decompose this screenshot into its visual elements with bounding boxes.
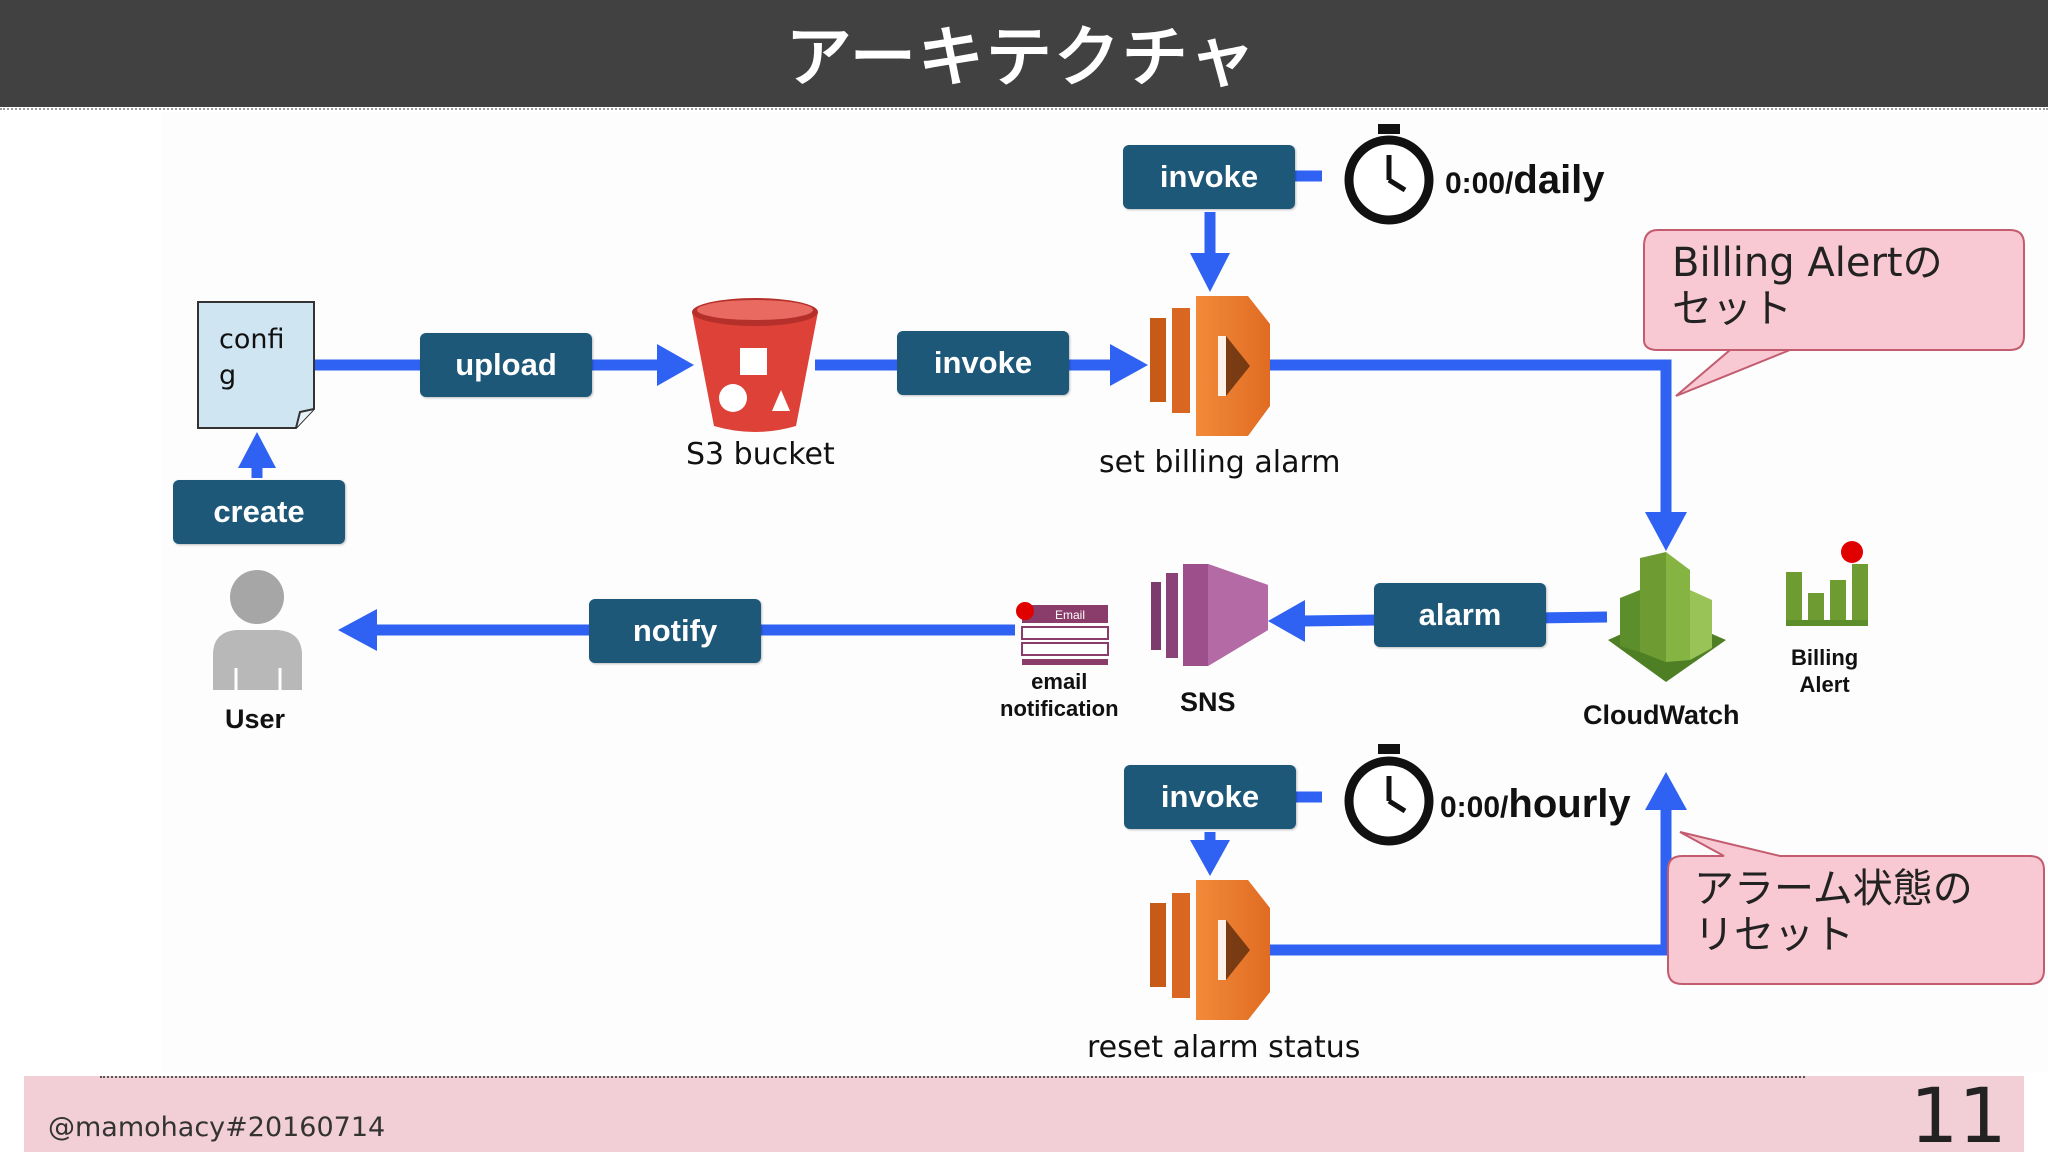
invoke-set-action: invoke bbox=[897, 331, 1069, 395]
daily-time: 0:00/ bbox=[1445, 167, 1514, 200]
hourly-schedule: 0:00/hourly bbox=[1440, 782, 1631, 827]
arrowhead-down-daily bbox=[1190, 253, 1230, 292]
config-file-label: confi g bbox=[219, 324, 285, 391]
sns-icon bbox=[1151, 564, 1268, 666]
s3-bucket-label: S3 bucket bbox=[686, 437, 835, 472]
footer-handle: @mamohacy#20160714 bbox=[48, 1112, 386, 1143]
stopwatch-hourly-icon bbox=[1344, 744, 1434, 846]
arrowhead-to-user bbox=[338, 609, 377, 651]
slide-footer bbox=[24, 1076, 2024, 1152]
lambda-reset-icon bbox=[1150, 880, 1270, 1020]
callout-bottom bbox=[1667, 831, 2045, 985]
alarm-action: alarm bbox=[1374, 583, 1546, 647]
callout-top bbox=[1643, 229, 2025, 397]
reset-alarm-status-label: reset alarm status bbox=[1087, 1030, 1361, 1065]
daily-frequency: daily bbox=[1513, 158, 1605, 202]
lambda-set-billing-icon bbox=[1150, 296, 1270, 436]
user-label: User bbox=[225, 704, 286, 734]
page-number: 11 bbox=[1910, 1071, 2007, 1160]
footer-divider bbox=[100, 1076, 1805, 1078]
email-notification-icon: Email bbox=[1016, 602, 1109, 665]
slide-title: アーキテクチャ bbox=[785, 18, 1258, 96]
cloudwatch-label: CloudWatch bbox=[1583, 700, 1740, 730]
s3-bucket-icon bbox=[692, 298, 818, 432]
arrowhead-to-set-lambda bbox=[1110, 344, 1148, 386]
arrowhead-to-cloudwatch bbox=[1645, 512, 1687, 551]
config-file-icon bbox=[197, 301, 315, 429]
set-lambda-to-cloudwatch-line bbox=[1270, 359, 1672, 515]
invoke-hourly-action: invoke bbox=[1124, 765, 1296, 829]
sns-label: SNS bbox=[1180, 687, 1236, 717]
callout-bottom-text: アラーム状態の リセット bbox=[1694, 866, 1973, 958]
upload-action: upload bbox=[420, 333, 592, 397]
cloudwatch-icon bbox=[1608, 552, 1726, 682]
reset-lambda-to-cloudwatch-line bbox=[1270, 806, 1672, 956]
billing-alert-label: Billing Alert bbox=[1791, 645, 1859, 697]
arrowhead-to-s3 bbox=[657, 344, 694, 386]
callout-top-text: Billing Alertの セット bbox=[1672, 240, 1943, 332]
arrowhead-to-sns bbox=[1268, 600, 1305, 642]
user-icon bbox=[213, 570, 302, 690]
billing-alert-icon bbox=[1786, 541, 1868, 626]
invoke-daily-action: invoke bbox=[1123, 145, 1295, 209]
create-action: create bbox=[173, 480, 345, 544]
stopwatch-daily-icon bbox=[1344, 124, 1434, 225]
hourly-frequency: hourly bbox=[1508, 782, 1631, 826]
notify-action: notify bbox=[589, 599, 761, 663]
daily-schedule: 0:00/daily bbox=[1445, 158, 1605, 203]
connector-lines bbox=[238, 170, 1687, 956]
email-notification-label: email notification bbox=[1000, 669, 1119, 721]
arrowhead-up-config bbox=[238, 432, 276, 468]
email-icon-text: Email bbox=[1055, 608, 1085, 622]
slide-header: アーキテクチャ bbox=[0, 0, 2048, 107]
header-divider bbox=[0, 108, 2048, 110]
hourly-time: 0:00/ bbox=[1440, 791, 1509, 824]
arrowhead-down-hourly bbox=[1190, 840, 1230, 876]
arrowhead-up-cloudwatch bbox=[1645, 772, 1687, 810]
set-billing-alarm-label: set billing alarm bbox=[1099, 445, 1341, 480]
